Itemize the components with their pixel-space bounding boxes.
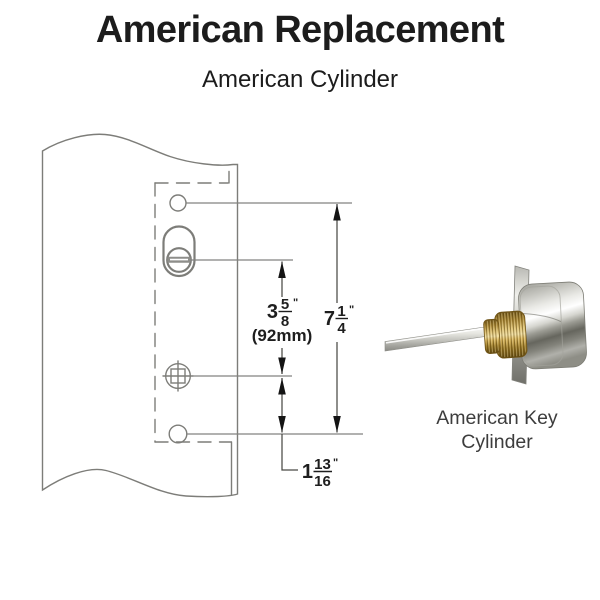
dim-numerator: 1 [337,303,345,320]
bottom-screw-hole [168,424,188,444]
keyhole [166,247,192,273]
dim-unit: " [293,297,298,309]
dim-metric: (92mm) [252,326,312,345]
door-outline [41,133,239,498]
cylinder-body [518,281,587,370]
dim-denominator: 16 [314,473,331,490]
dim-arrow-up [278,261,286,278]
dim-label-overall: 7 1 4 " [324,303,354,337]
cylinder-body-crease [523,312,562,322]
dim-arrow-down [278,357,286,374]
door-drawing [41,133,363,498]
key-cylinder-photo [384,265,587,385]
tailpiece-highlight [385,326,492,344]
brass-front-knurl-texture [484,320,500,353]
screw-hole [162,360,194,392]
dim-unit: " [349,304,354,316]
top-screw-hole [169,194,187,212]
dim-numerator: 13 [314,456,331,473]
dim-label-screw-to-bottom: 1 13 16 " [302,456,338,490]
cylinder-hole [162,225,196,278]
brass-knurl-texture [495,312,527,358]
dim-denominator: 4 [337,320,346,337]
dim-whole: 1 [302,461,313,483]
photo-caption-line1: American Key [436,407,558,429]
dim-arrow-down [333,416,341,433]
dim-numerator: 5 [281,296,289,313]
photo-caption-line2: Cylinder [461,431,533,453]
dim-whole: 3 [267,301,278,323]
dim-denominator: 8 [281,313,289,330]
page-title: American Replacement [95,9,505,51]
dim-arrow-down [278,416,286,433]
dim-arrow-up [278,378,286,395]
dim-label-keyhole-to-screw: 3 5 8 " (92mm) [252,296,312,345]
dim-arrow-up [333,204,341,221]
dim-unit: " [333,457,338,469]
faceplate-dashed-outline [154,182,232,443]
photo-caption: American Key Cylinder [436,407,558,453]
page-subtitle: American Cylinder [201,66,399,93]
dim-line-keyhole-to-screw [281,261,298,471]
dim-whole: 7 [324,308,335,330]
header: American Replacement American Cylinder [0,0,600,92]
dimensions: 3 5 8 " (92mm) 7 1 4 " 1 13 16 " [252,204,354,490]
